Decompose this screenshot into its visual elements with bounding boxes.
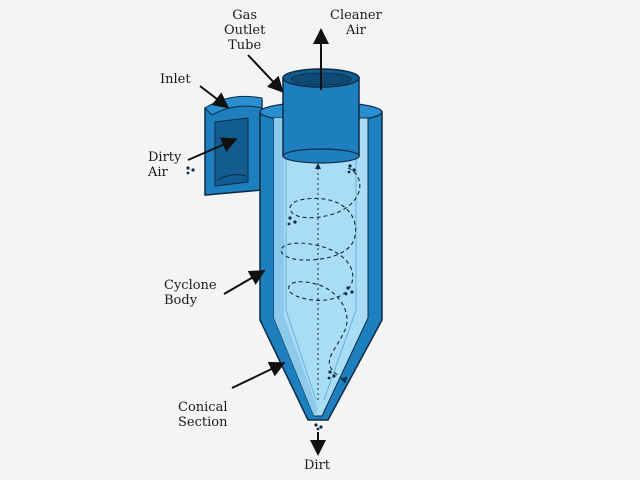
cyclone-body: [259, 101, 383, 421]
label-cyclone-body: Cyclone Body: [164, 278, 217, 308]
label-pointers: [187, 54, 286, 389]
label-cleaner-air: Cleaner Air: [330, 8, 382, 38]
label-gas-outlet-tube: Gas Outlet Tube: [224, 8, 266, 53]
label-inlet: Inlet: [160, 72, 191, 87]
inlet-duct: [204, 95, 263, 196]
label-dirty-air: Dirty Air: [148, 150, 182, 180]
dirt-particles: [186, 164, 356, 431]
label-conical-section: Conical Section: [178, 400, 228, 430]
label-dirt: Dirt: [304, 458, 331, 473]
vortex-spiral-path: [280, 167, 361, 384]
gas-outlet-tube: [282, 68, 360, 164]
